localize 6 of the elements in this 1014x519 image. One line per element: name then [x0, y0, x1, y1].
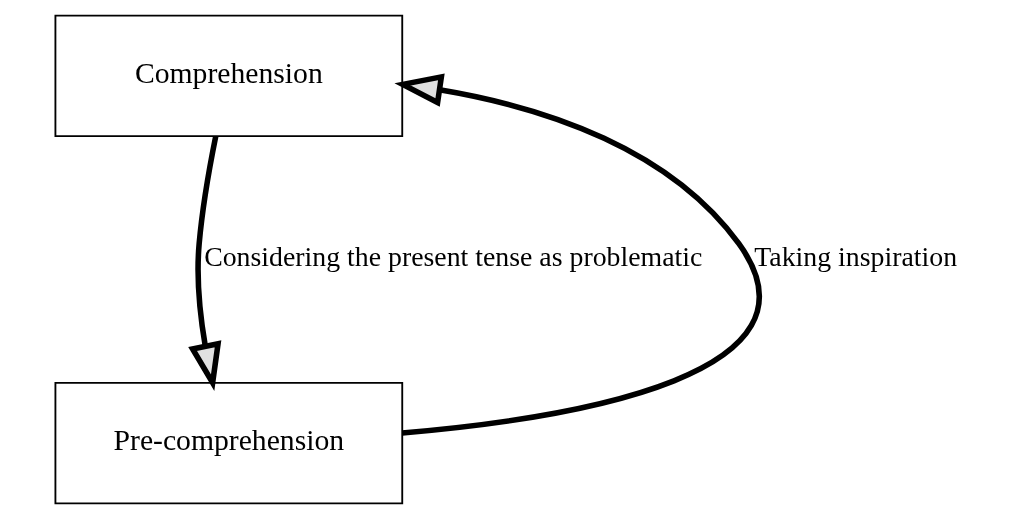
- edge-label: Considering the present tense as problematic: [203, 240, 702, 272]
- node-box: Comprehension: [54, 14, 403, 138]
- arrow: [393, 73, 762, 436]
- arrow: [187, 136, 221, 391]
- edge-label: Taking inspiration: [753, 240, 957, 272]
- node-box: Pre-comprehension: [54, 381, 403, 505]
